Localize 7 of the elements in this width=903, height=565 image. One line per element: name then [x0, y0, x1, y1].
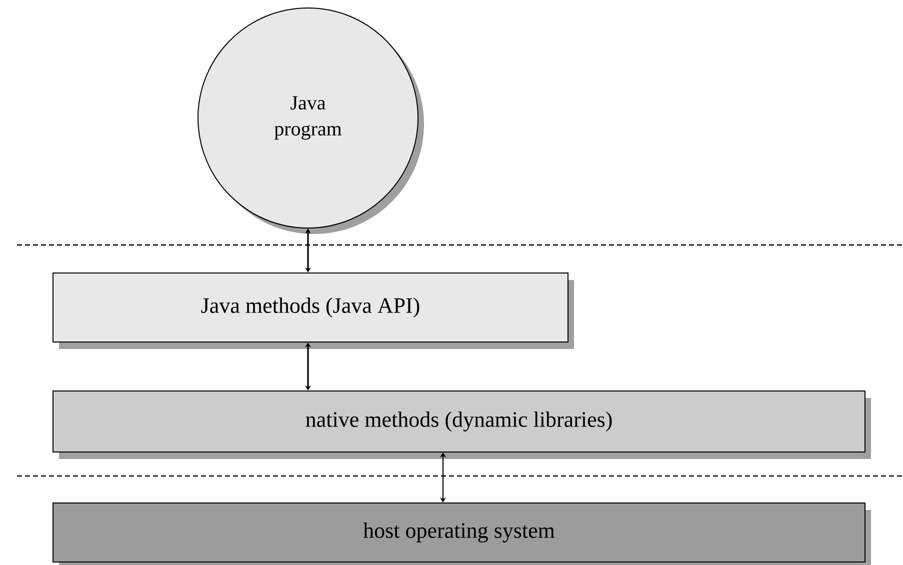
layer-box: Java methods (Java API) — [52, 272, 574, 349]
arrow — [440, 452, 446, 502]
arrow — [304, 342, 312, 390]
layer-box: native methods (dynamic libraries) — [52, 390, 871, 459]
arrow — [304, 228, 312, 272]
circle-node: Java program — [198, 8, 424, 234]
layer-box: host operating system — [52, 502, 871, 565]
